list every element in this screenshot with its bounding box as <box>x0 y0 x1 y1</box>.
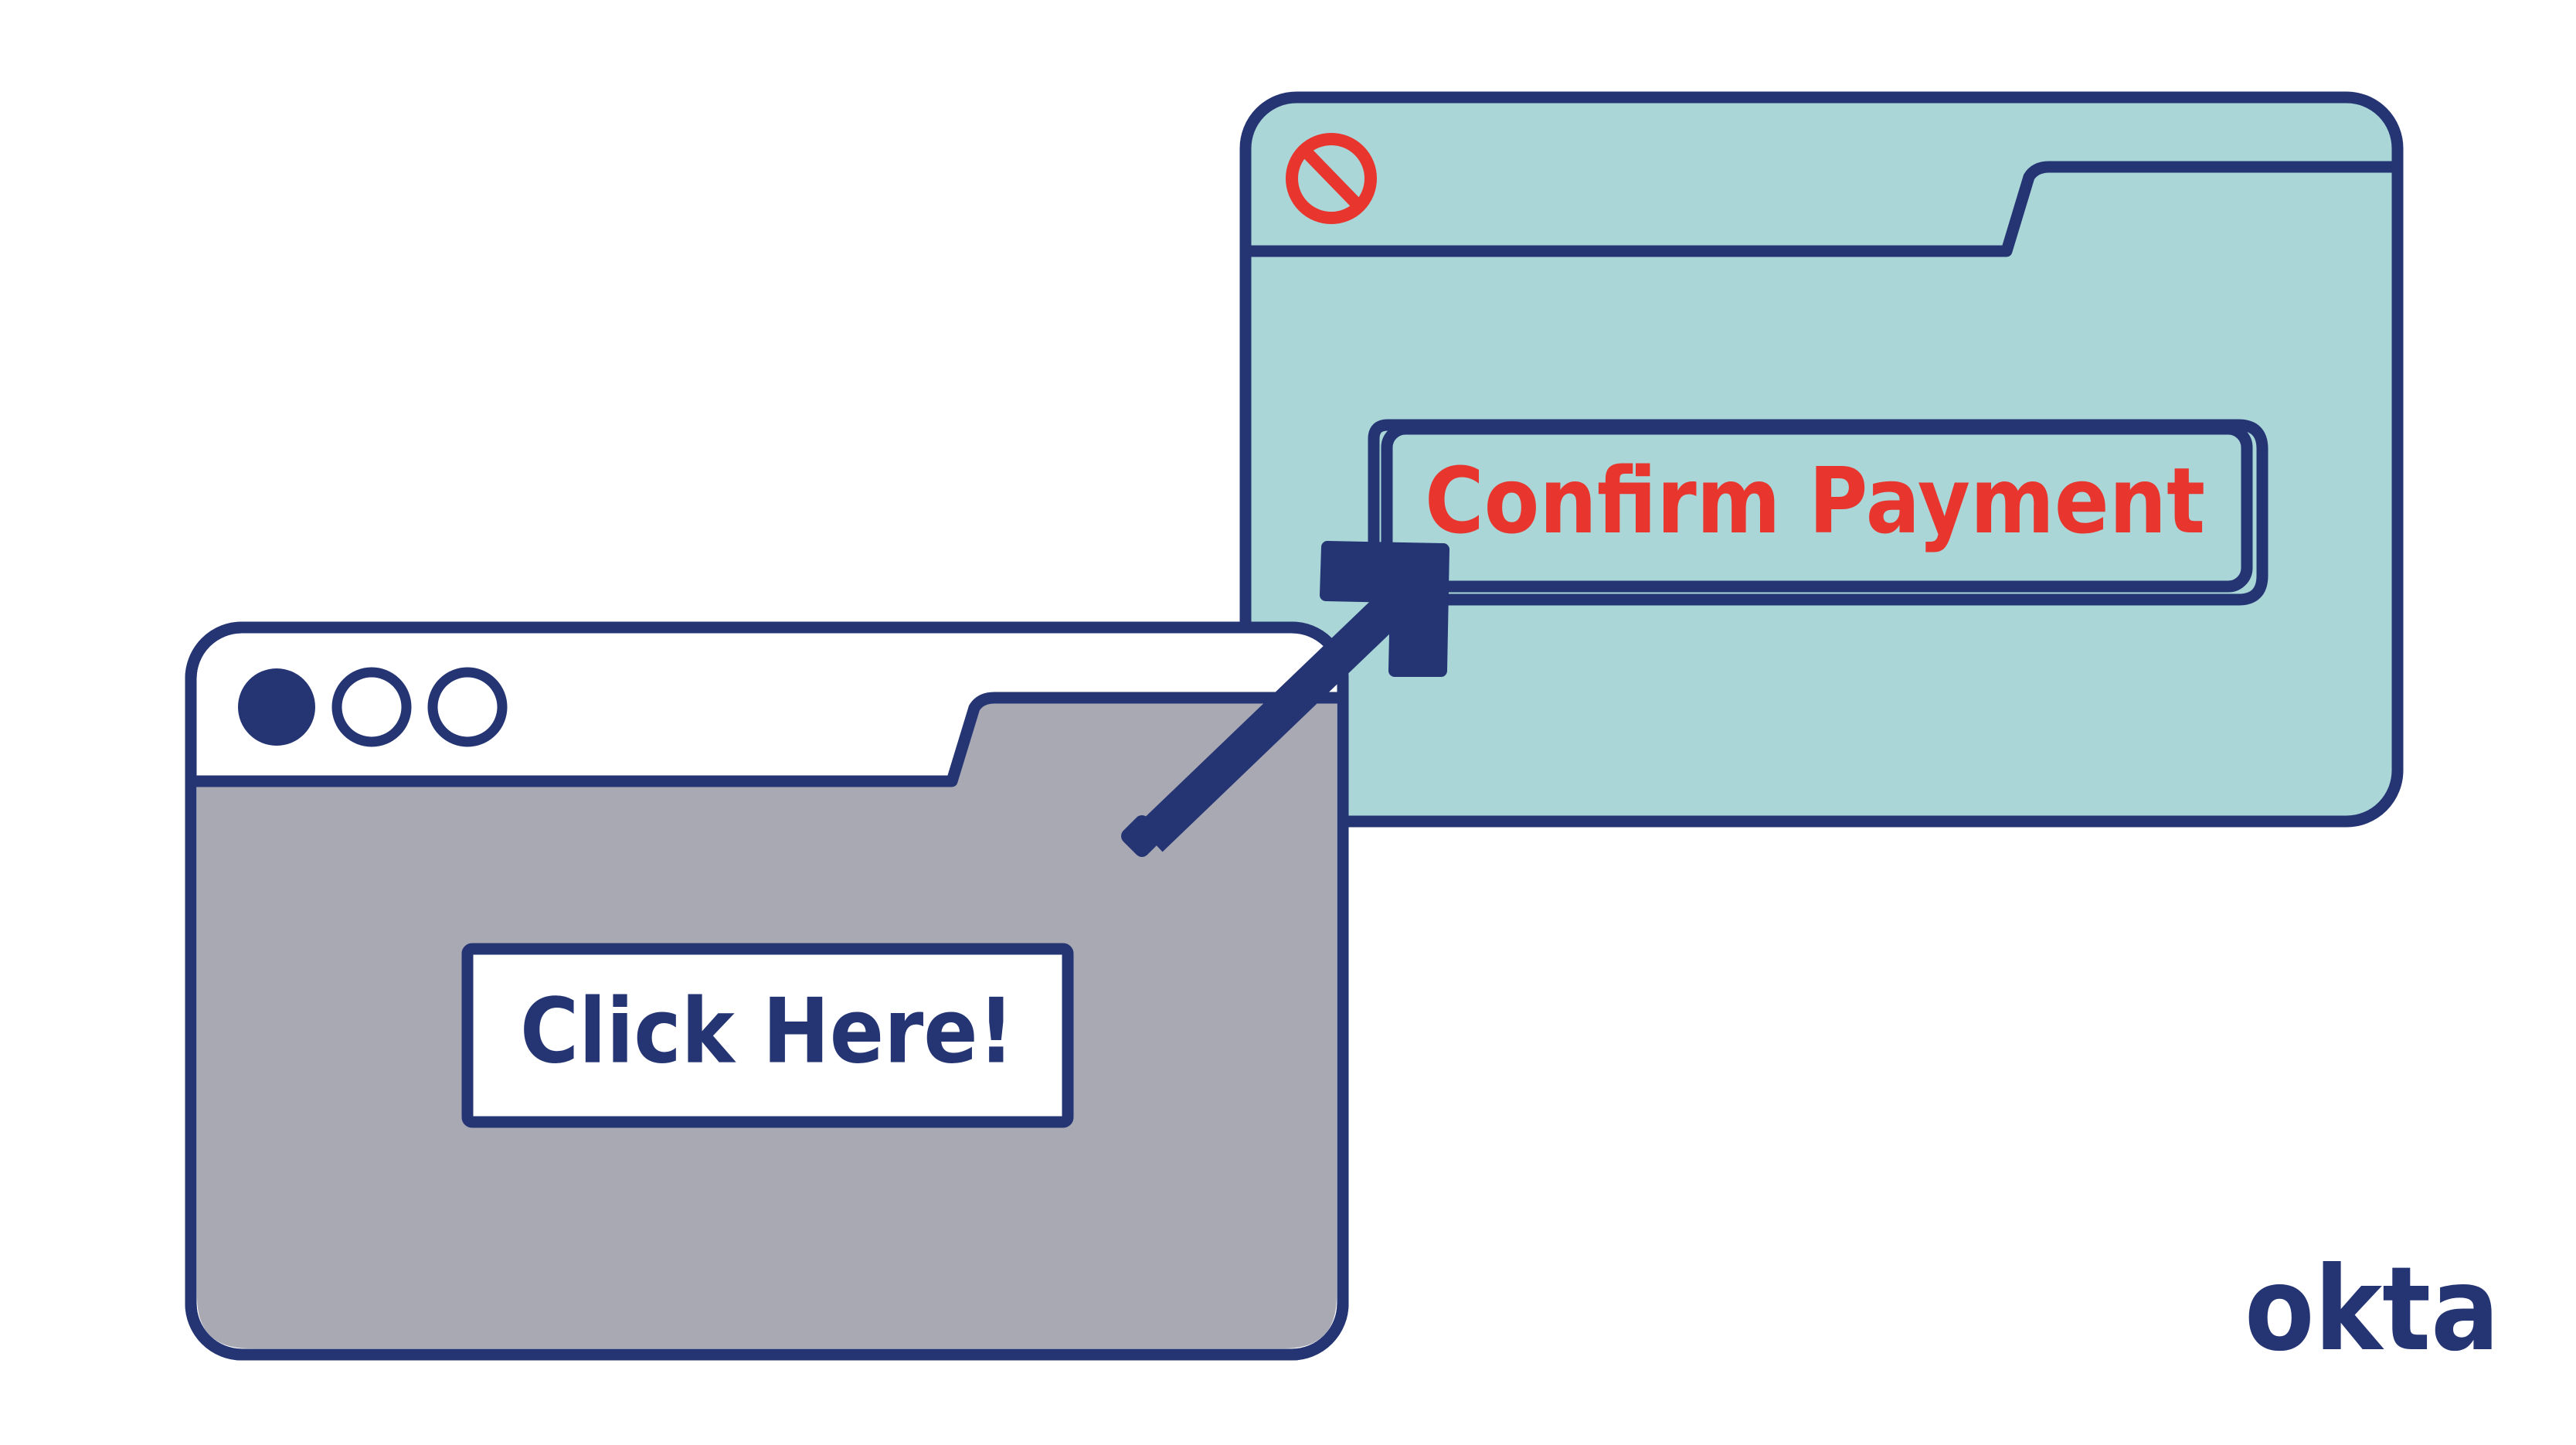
decoy-window: Click Here! <box>185 621 1349 1361</box>
window-dot-outline-2 <box>427 667 508 747</box>
decoy-window-border <box>185 621 1349 1361</box>
window-dot-filled <box>238 668 315 746</box>
decoy-window-tab-line <box>191 692 1343 787</box>
arrow-cursor-icon <box>1121 541 1449 857</box>
click-here-button[interactable]: Click Here! <box>461 943 1074 1128</box>
confirm-payment-label: Confirm Payment <box>1425 447 2205 554</box>
click-here-label: Click Here! <box>520 980 1014 1084</box>
okta-logo: okta <box>2245 1243 2500 1377</box>
okta-logo-text: okta <box>2245 1243 2500 1377</box>
window-dot-outline-1 <box>331 667 412 747</box>
confirm-payment-button-face <box>1381 423 2253 593</box>
prohibited-icon <box>1286 133 1377 224</box>
hidden-window-tab-line <box>1246 161 2398 257</box>
confirm-payment-button[interactable]: Confirm Payment <box>1368 419 2268 606</box>
click-here-button-face <box>461 943 1074 1128</box>
hidden-window: Confirm Payment <box>1239 91 2404 828</box>
